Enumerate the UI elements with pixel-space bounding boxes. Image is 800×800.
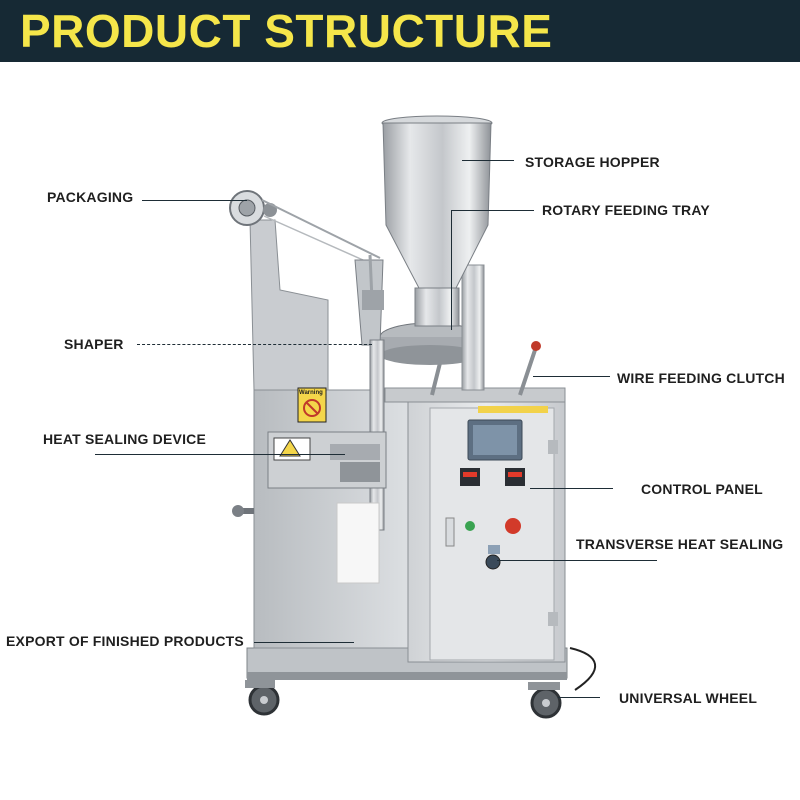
rotary-knob	[485, 554, 501, 570]
leader-heat-sealing-device	[95, 454, 345, 455]
page-title: PRODUCT STRUCTURE	[20, 5, 553, 57]
warning-sign-icon	[303, 399, 321, 417]
leader-export-of-finished-products	[254, 642, 354, 643]
label-heat-sealing-device: HEAT SEALING DEVICE	[43, 431, 207, 447]
leader-wire-feeding-clutch	[533, 376, 610, 377]
leader-storage-hopper	[462, 160, 514, 161]
leader-transverse-heat-sealing	[497, 560, 657, 561]
label-storage-hopper: STORAGE HOPPER	[525, 154, 660, 170]
label-shaper: SHAPER	[64, 336, 124, 352]
label-export-of-finished-products: EXPORT OF FINISHED PRODUCTS	[6, 633, 244, 649]
left-cabinet	[253, 389, 410, 649]
warning-text: Warning	[299, 390, 323, 396]
leader-rotary-feeding-tray-drop	[451, 210, 452, 330]
label-transverse-heat-sealing: TRANSVERSE HEAT SEALING	[576, 536, 784, 552]
leader-control-panel	[530, 488, 613, 489]
leader-shaper	[137, 344, 372, 345]
leader-rotary-feeding-tray	[452, 210, 534, 211]
film-back-plate	[249, 219, 329, 391]
label-wire-feeding-clutch: WIRE FEEDING CLUTCH	[617, 370, 785, 386]
leader-universal-wheel	[558, 697, 600, 698]
label-control-panel: CONTROL PANEL	[641, 481, 763, 497]
emergency-stop	[505, 518, 521, 534]
start-button	[465, 521, 475, 531]
title-banner: PRODUCT STRUCTURE	[0, 0, 800, 62]
finished-tea-bag	[336, 502, 380, 584]
leader-packaging	[142, 200, 247, 201]
label-universal-wheel: UNIVERSAL WHEEL	[619, 690, 758, 706]
label-packaging: PACKAGING	[47, 189, 134, 205]
label-rotary-feeding-tray: ROTARY FEEDING TRAY	[542, 202, 710, 218]
